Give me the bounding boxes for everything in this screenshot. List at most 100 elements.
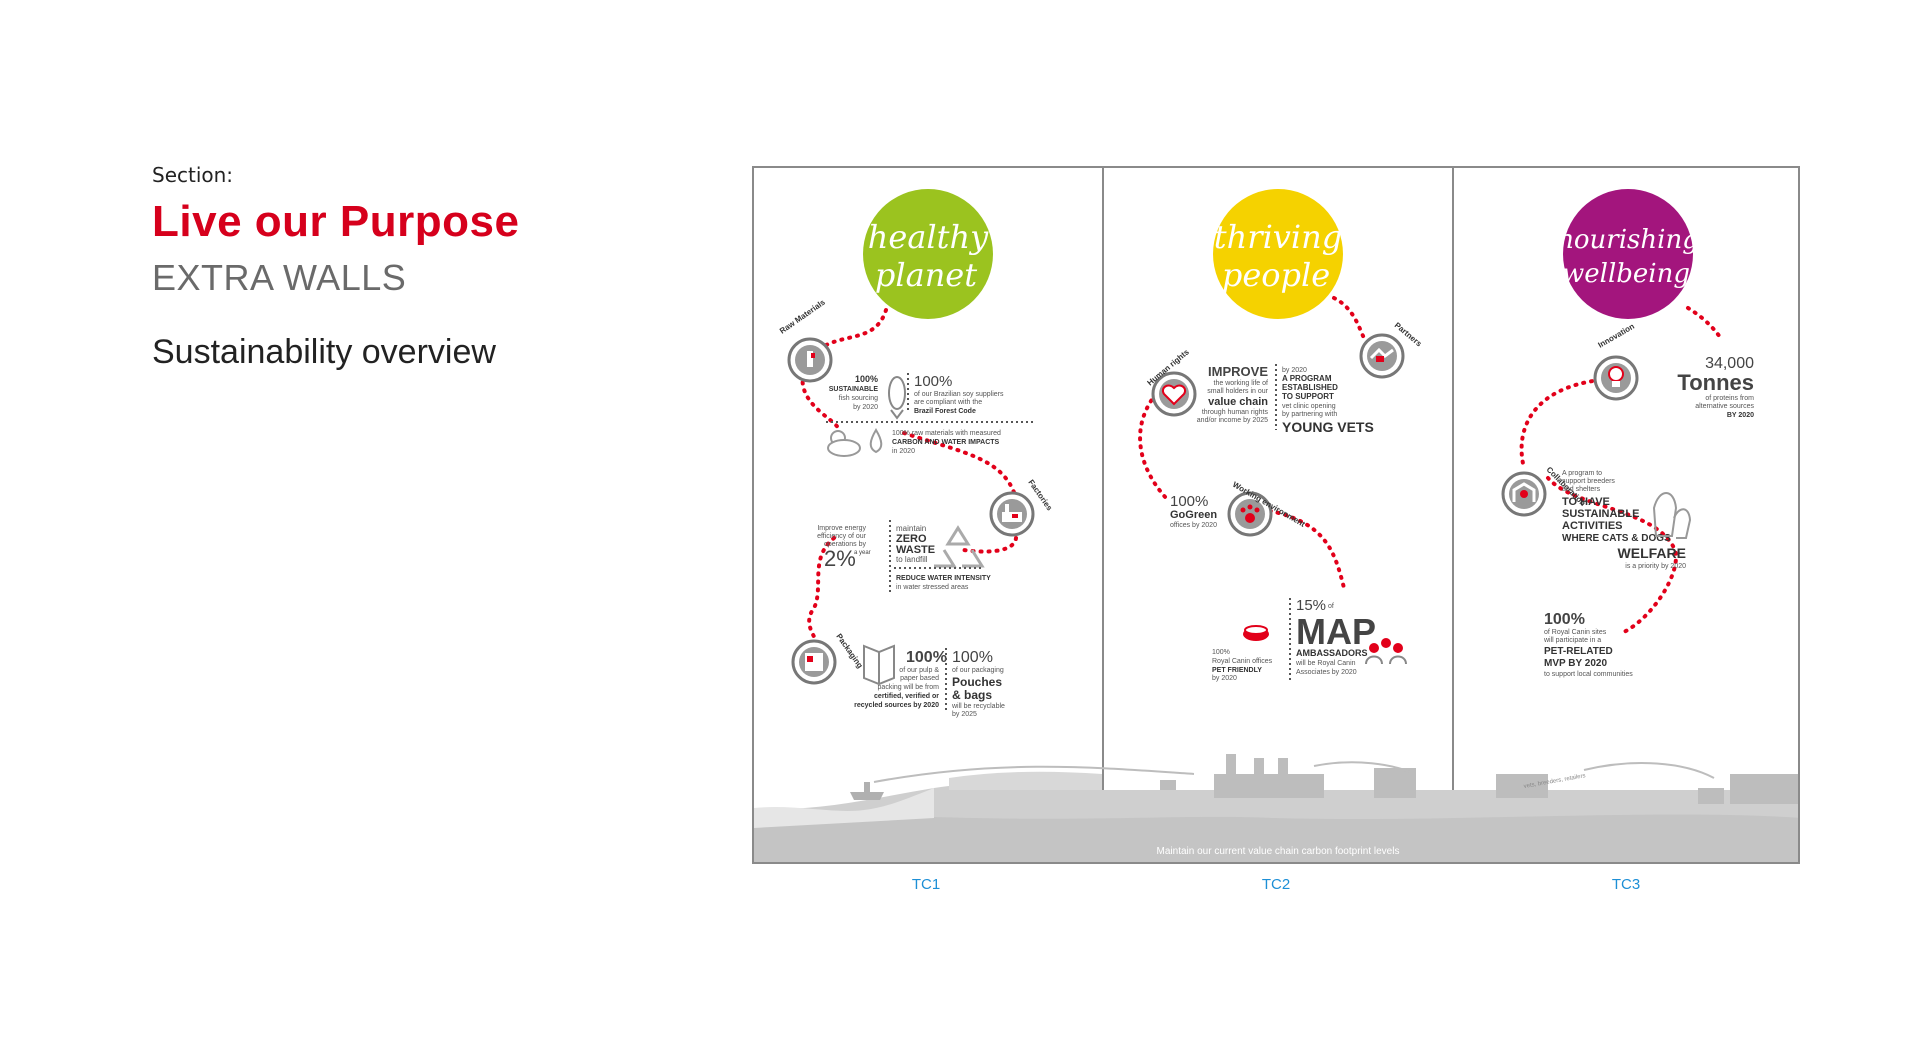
map-of: of <box>1328 603 1334 610</box>
map-pct: 15% <box>1296 597 1326 614</box>
vets-text: by 2020 <box>1282 367 1307 374</box>
vets-text: by partnering with <box>1282 411 1337 418</box>
improve-text: the working life of <box>1214 380 1269 387</box>
petfriendly-text: Royal Canin offices <box>1212 658 1273 665</box>
map-text: Associates by 2020 <box>1296 669 1357 676</box>
impact-text: CARBON AND WATER IMPACTS <box>892 439 1000 446</box>
sustainability-wall: healthy planet Raw Materials 100% SUSTAI… <box>752 166 1800 864</box>
package-icon <box>805 653 823 671</box>
tonnes-text: BY 2020 <box>1727 412 1754 419</box>
section-description: Sustainability overview <box>152 333 496 371</box>
water-drop-icon <box>869 428 883 454</box>
energy-unit: a year <box>854 550 871 556</box>
factory-icon <box>1002 504 1022 522</box>
map-big: MAP <box>1296 611 1376 652</box>
water-text: in water stressed areas <box>896 584 969 591</box>
mvp-text: will participate in a <box>1543 637 1601 644</box>
packaging-label: Packaging <box>834 632 864 670</box>
improve-text: value chain <box>1208 396 1268 408</box>
pulp-text: recycled sources by 2020 <box>854 702 939 709</box>
healthy-planet-circle <box>863 189 993 319</box>
breeders-text: and shelters <box>1562 486 1601 493</box>
panel-label-tc1: TC1 <box>911 876 941 893</box>
breeders-text: WHERE CATS & DOGS <box>1562 533 1671 544</box>
petfriendly-text: by 2020 <box>1212 675 1237 682</box>
people-group-icon <box>1365 638 1407 665</box>
section-title: Live our Purpose <box>152 197 520 246</box>
pulp-text: packing will be from <box>878 684 940 691</box>
vets-text: TO SUPPORT <box>1282 392 1334 401</box>
gogreen-pct: 100% <box>1170 493 1208 510</box>
energy-text: Improve energy <box>817 525 866 532</box>
vets-text: YOUNG VETS <box>1282 419 1374 435</box>
waste-text: maintain <box>896 524 926 533</box>
heart-icon <box>1162 384 1186 406</box>
pouch-text: of our packaging <box>952 667 1004 674</box>
pulp-pct: 100% <box>906 649 947 666</box>
mvp-pct: 100% <box>1544 611 1585 628</box>
cloud-sun-icon <box>827 430 861 457</box>
pouch-pct: 100% <box>952 649 993 666</box>
raw-materials-label: Raw Materials <box>778 297 827 335</box>
circle-title-line1: healthy <box>868 218 989 256</box>
tonnes-text: of proteins from <box>1705 395 1754 402</box>
lightbulb-icon <box>1608 366 1624 387</box>
book-icon <box>863 644 895 686</box>
mvp-text: to support local communities <box>1544 671 1633 678</box>
waste-text: to landfill <box>896 555 928 564</box>
mvp-text: of Royal Canin sites <box>1544 629 1607 636</box>
soy-text: of our Brazilian soy suppliers <box>914 391 1004 398</box>
tonnes-num: 34,000 <box>1705 355 1754 372</box>
water-text: REDUCE WATER INTENSITY <box>896 575 991 582</box>
fish-text: by 2020 <box>853 404 878 411</box>
mvp-text: PET-RELATED <box>1544 646 1613 657</box>
petfriendly-text: 100% <box>1212 649 1230 656</box>
cat-dog-icon <box>1652 492 1692 539</box>
panel-label-tc2: TC2 <box>1261 876 1291 893</box>
fish-text: fish sourcing <box>839 395 878 402</box>
thriving-people-circle <box>1213 189 1343 319</box>
landscape: vets, breeders, retailers Maintain our c… <box>754 754 1798 862</box>
tonnes-text: alternative sources <box>1695 403 1754 410</box>
circle-title-line2: planet <box>875 256 977 294</box>
pouch-text: will be recyclable <box>951 703 1005 710</box>
soy-text: Brazil Forest Code <box>914 408 976 415</box>
handshake-icon <box>1369 347 1394 362</box>
pouch-text: Pouches <box>952 675 1002 689</box>
improve-text: IMPROVE <box>1208 364 1268 379</box>
breeders-text: TO HAVE <box>1562 496 1610 508</box>
petfriendly-text: PET FRIENDLY <box>1212 667 1262 674</box>
energy-pct: 2% <box>824 546 856 571</box>
circle-title-line1: nourishing <box>1557 225 1699 255</box>
soy-text: are compliant with the <box>914 399 982 406</box>
panel-tc3: nourishing wellbeing Innovation 34,000 T… <box>1501 189 1754 678</box>
pouch-text: & bags <box>952 688 992 702</box>
collaboration-icon <box>1512 482 1536 502</box>
wall-graphics: healthy planet Raw Materials 100% SUSTAI… <box>754 189 1798 862</box>
section-kicker: Section: <box>152 163 234 187</box>
breeders-text: support breeders <box>1562 478 1615 485</box>
panel-label-tc3: TC3 <box>1611 876 1641 893</box>
dog-bowl-icon <box>1243 625 1269 641</box>
pulp-text: certified, verified or <box>874 693 939 700</box>
map-text: will be Royal Canin <box>1295 660 1356 667</box>
circle-title-line2: wellbeing <box>1562 259 1690 289</box>
gogreen-text: offices by 2020 <box>1170 522 1217 529</box>
section-subtitle: EXTRA WALLS <box>152 257 407 298</box>
breeders-text: ACTIVITIES <box>1562 520 1623 532</box>
pulp-text: paper based <box>900 675 939 682</box>
pouch-text: by 2025 <box>952 711 977 718</box>
improve-text: small holders in our <box>1207 388 1268 395</box>
energy-text: operations by <box>824 541 867 548</box>
panel-divider <box>1452 168 1454 862</box>
paw-icon <box>1240 504 1260 523</box>
recycle-icon <box>934 525 985 568</box>
breeders-text: SUSTAINABLE <box>1562 508 1639 520</box>
panel-tc2: thriving people Partners Human rights IM… <box>1138 189 1424 682</box>
nourishing-wellbeing-circle <box>1563 189 1693 319</box>
improve-text: and/or income by 2025 <box>1197 417 1268 424</box>
waste-text: ZERO <box>896 533 927 545</box>
fish-text: SUSTAINABLE <box>829 386 879 393</box>
impact-text: in 2020 <box>892 448 915 455</box>
panel-divider <box>1102 168 1104 862</box>
